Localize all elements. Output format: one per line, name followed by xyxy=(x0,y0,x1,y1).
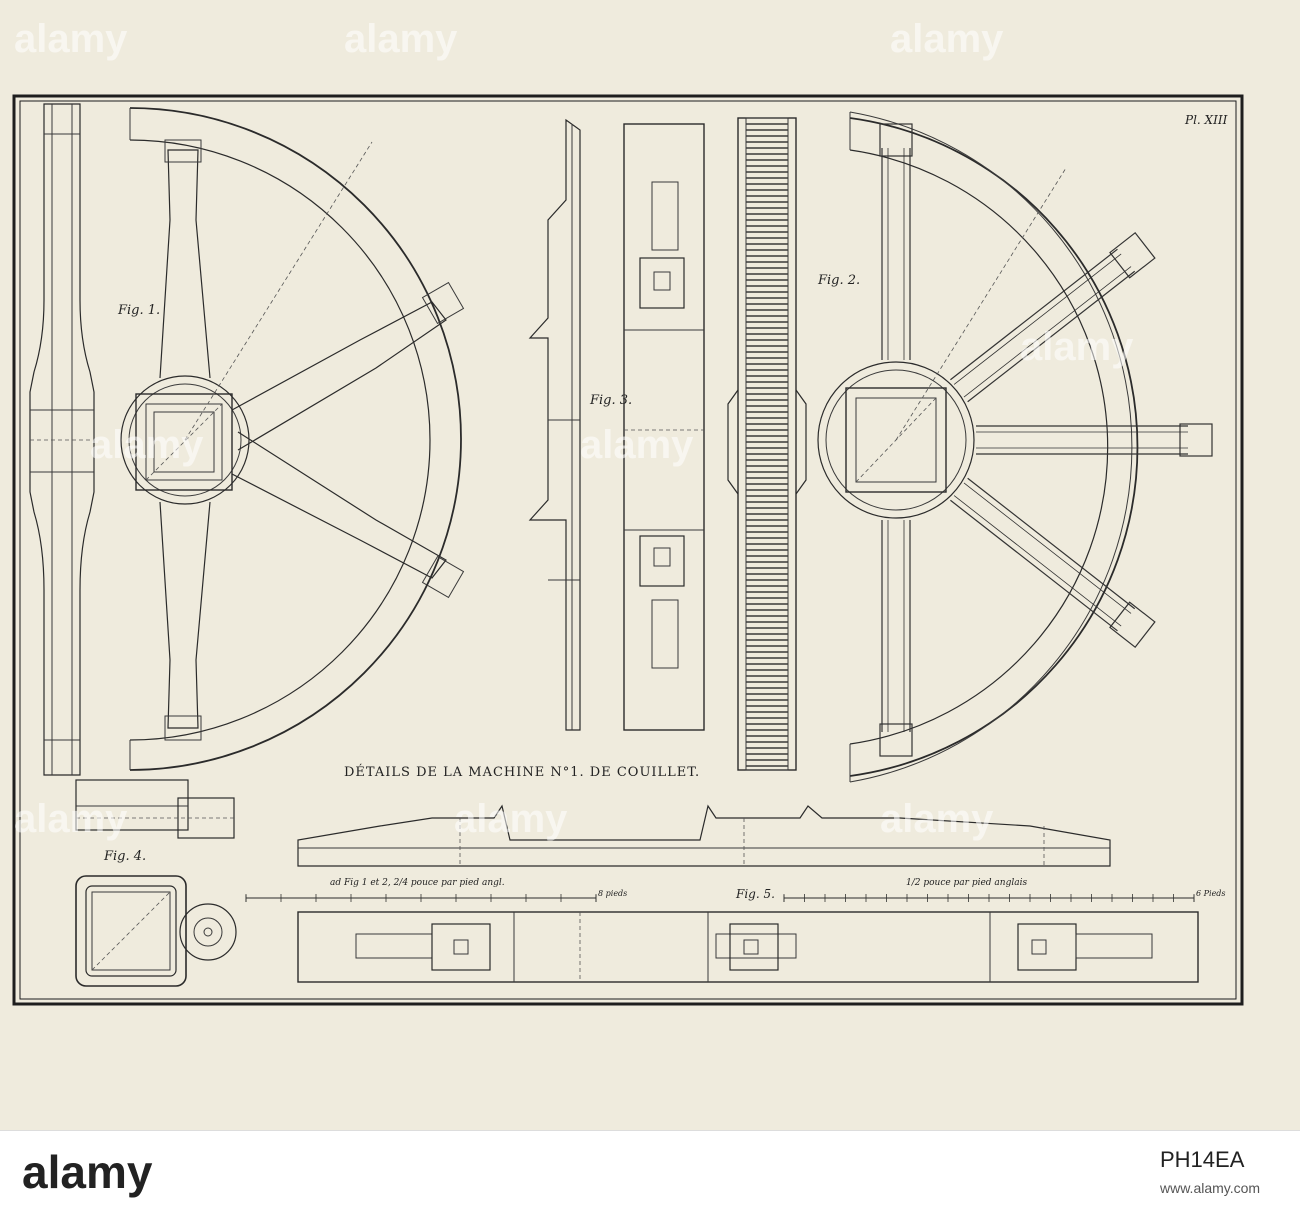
fig2-spoke-line xyxy=(967,270,1136,403)
plate-title: DÉTAILS DE LA MACHINE N°1. DE COUILLET. xyxy=(344,764,700,780)
fig3-label: Fig. 3. xyxy=(589,393,632,408)
fig5-beam-plan xyxy=(297,911,1199,983)
scale-left-end: 8 pieds xyxy=(598,889,627,898)
fig1-label: Fig. 1. xyxy=(117,303,160,318)
scale-right-caption: 1/2 pouce par pied anglais xyxy=(906,878,1027,888)
engineering-plate: Pl. XIII xyxy=(12,17,1244,1006)
svg-text:alamy: alamy xyxy=(14,797,128,841)
fig3-side-view xyxy=(528,118,581,731)
scale-left-caption: ad Fig 1 et 2, 2/4 pouce par pied angl. xyxy=(330,878,505,888)
svg-text:alamy: alamy xyxy=(580,423,694,467)
svg-text:alamy: alamy xyxy=(890,17,1004,61)
scale-right-end: 6 Pieds xyxy=(1196,889,1226,898)
scale-left-ticks xyxy=(245,894,597,902)
fig2-spoke-line xyxy=(950,499,1118,632)
fig2-gear-side-view xyxy=(727,117,807,771)
footer-image-id: PH14EA xyxy=(1160,1147,1245,1172)
svg-text:alamy: alamy xyxy=(90,423,204,467)
svg-text:alamy: alamy xyxy=(344,17,458,61)
fig2-spoke-line xyxy=(963,482,1132,614)
gear-teeth-lines xyxy=(746,123,788,767)
scale-bar-right xyxy=(783,894,1195,902)
fig5-beam-elevation xyxy=(297,804,1111,867)
fig2-rim-socket xyxy=(1109,232,1156,279)
fig2-spoke-line xyxy=(953,495,1122,627)
fig5-label: Fig. 5. xyxy=(735,887,775,901)
fig2-rim-socket xyxy=(1179,423,1213,457)
fig2-spoke-line xyxy=(963,266,1132,398)
fig2-rim-socket xyxy=(879,123,913,157)
footer-logo: alamy xyxy=(22,1146,153,1198)
fig4-label: Fig. 4. xyxy=(103,849,146,864)
fig2-spoke-line xyxy=(950,248,1118,381)
fig1-wheel xyxy=(120,107,465,771)
stock-footer: alamy PH14EA www.alamy.com xyxy=(0,1130,1300,1221)
svg-text:alamy: alamy xyxy=(880,797,994,841)
fig2-rim-socket xyxy=(1109,601,1156,648)
fig2-spoke-line xyxy=(953,253,1122,385)
fig2-label: Fig. 2. xyxy=(817,273,860,288)
scale-right-ticks xyxy=(783,894,1195,902)
svg-text:alamy: alamy xyxy=(454,797,568,841)
fig4-bearing xyxy=(75,875,237,987)
scale-bar-left xyxy=(245,894,597,902)
watermark-layer: alamy alamy alamy alamy alamy alamy alam… xyxy=(14,17,1134,841)
plate-border xyxy=(12,94,1244,1006)
plate-number: Pl. XIII xyxy=(1184,113,1228,127)
fig2-spoke-line xyxy=(967,477,1136,610)
fig1-side-profile xyxy=(29,103,95,776)
footer-url: www.alamy.com xyxy=(1160,1180,1261,1196)
fig3-front-view xyxy=(623,123,705,731)
plate-inner-border xyxy=(19,100,1237,1000)
fig2-wheel xyxy=(817,111,1213,783)
fig2-rim-socket xyxy=(879,723,913,757)
svg-text:alamy: alamy xyxy=(1020,325,1134,369)
fig1-hub-section xyxy=(75,779,235,839)
fig2-spokes xyxy=(879,123,1213,757)
svg-text:alamy: alamy xyxy=(14,17,128,61)
